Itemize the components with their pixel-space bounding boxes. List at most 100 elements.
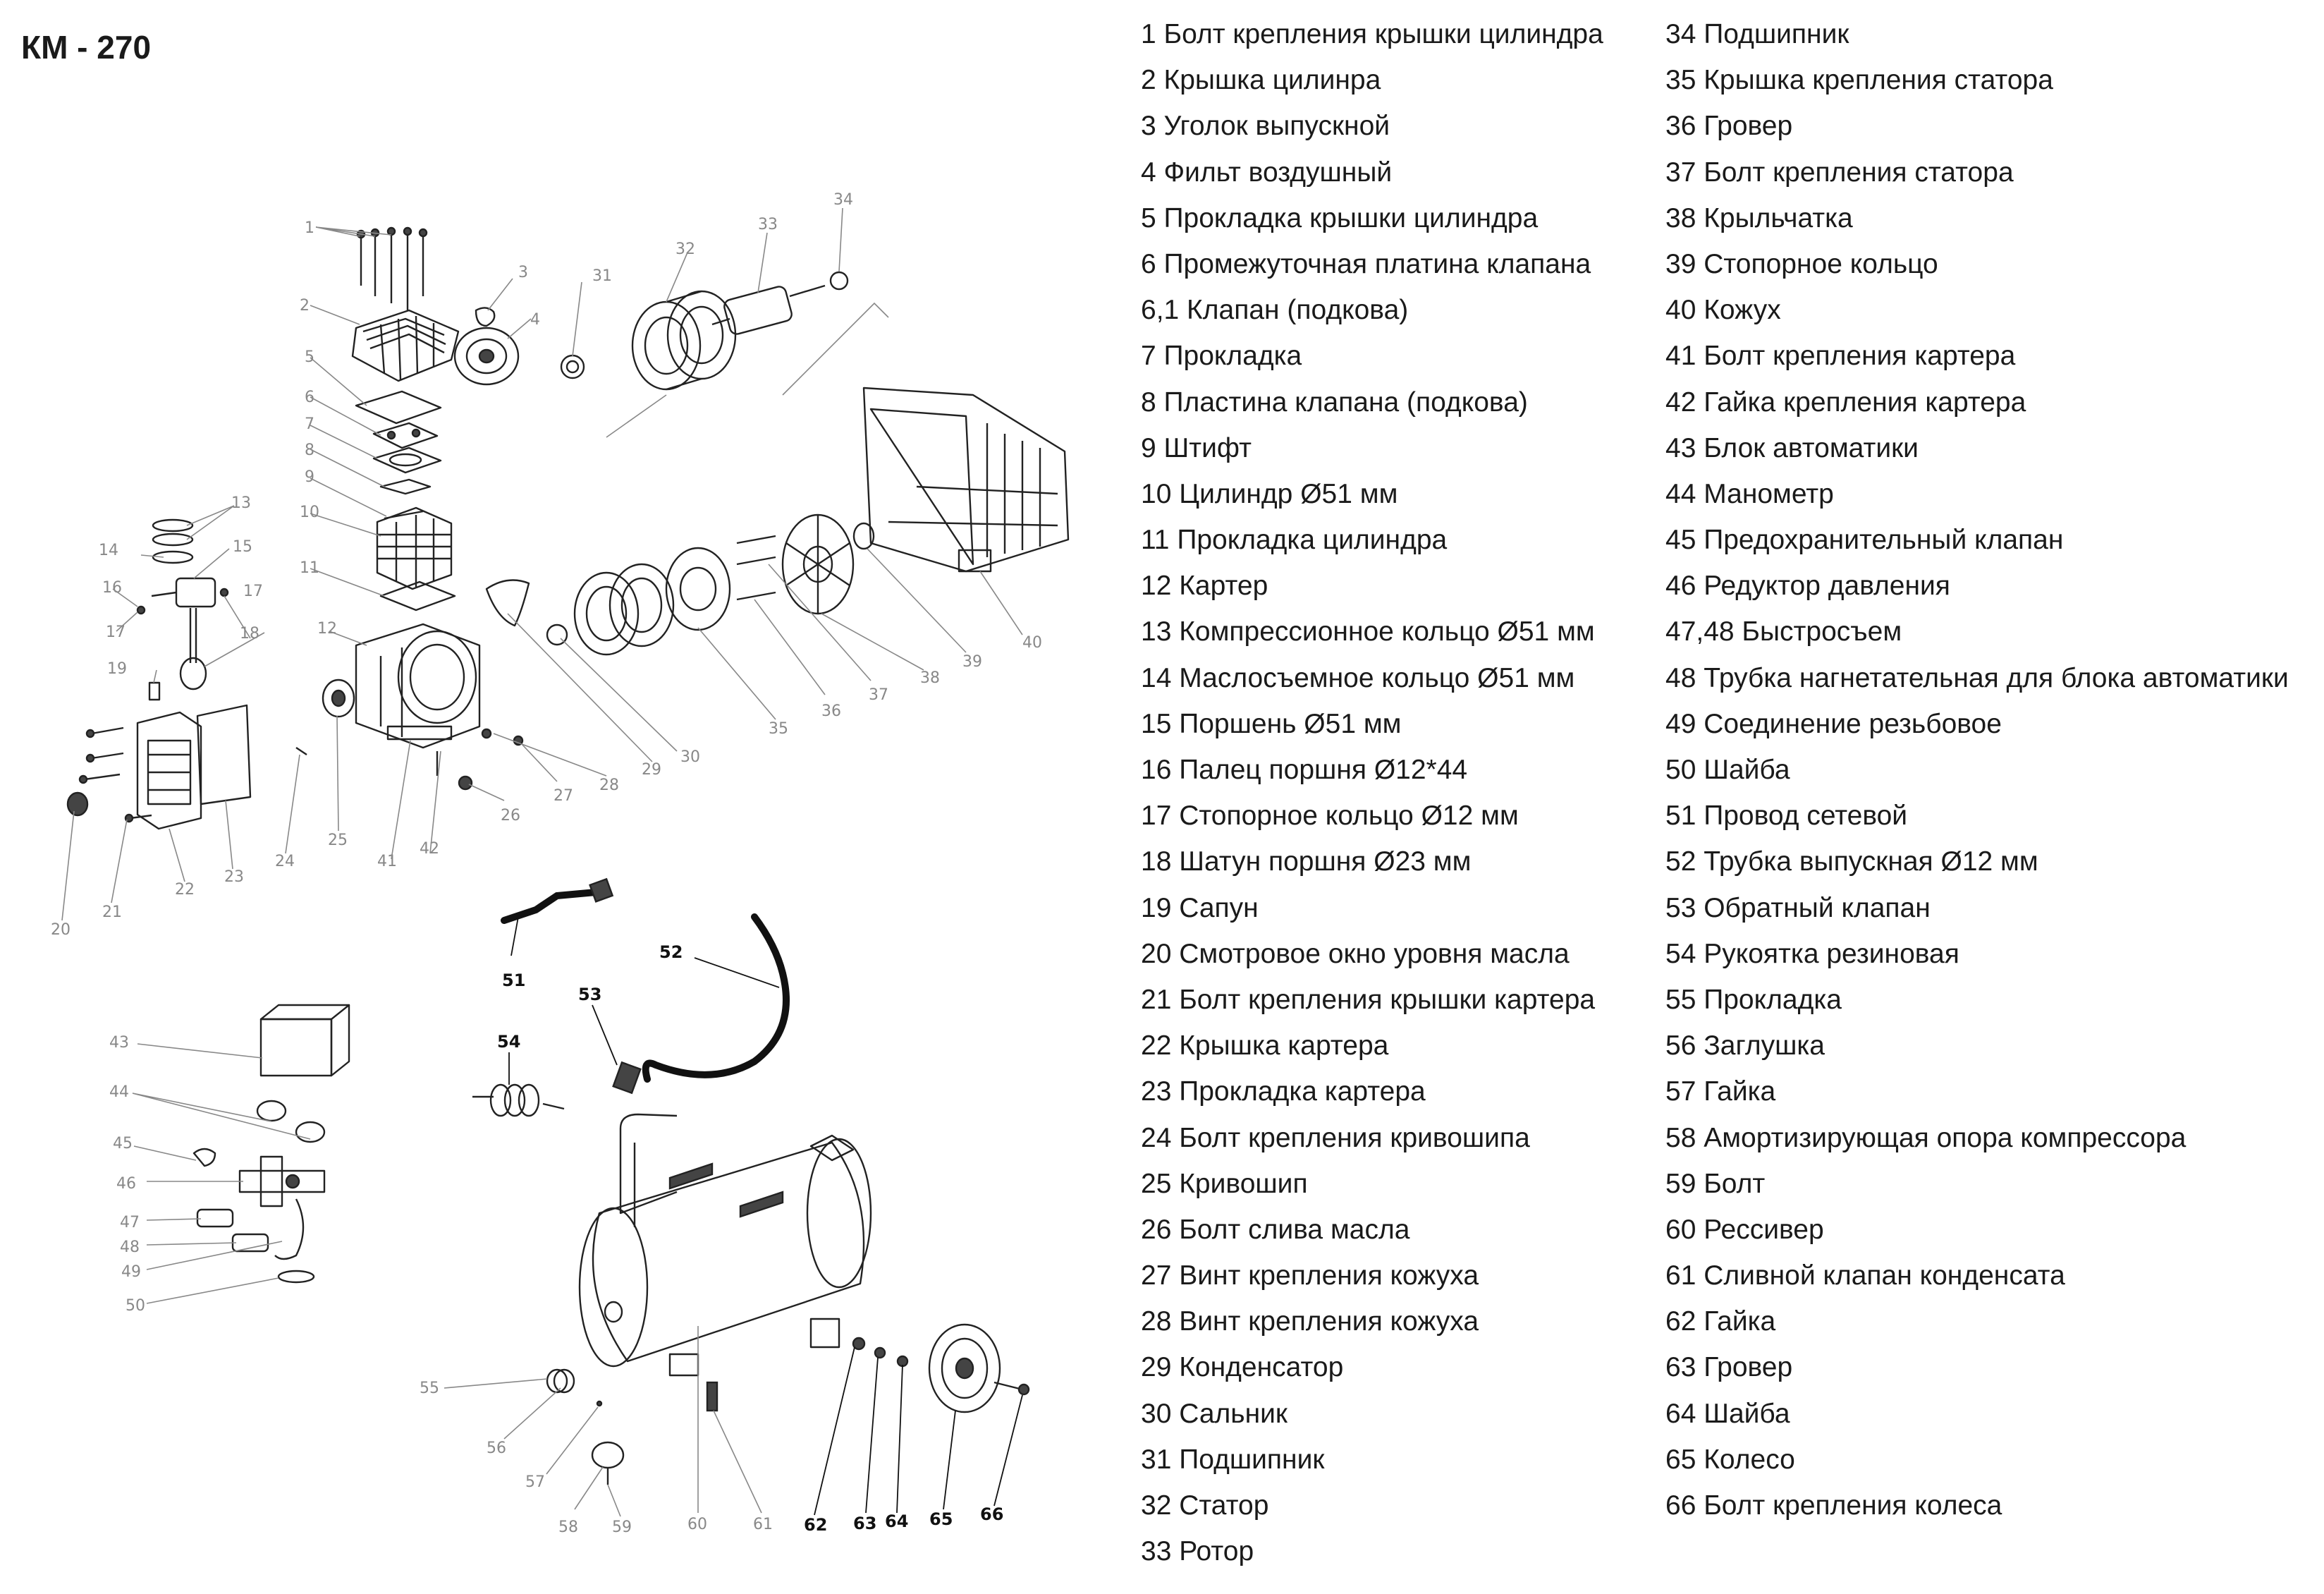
part-list-item: 10 Цилиндр Ø51 мм bbox=[1141, 478, 1398, 509]
crankcase-cover bbox=[136, 711, 202, 830]
part-list-item: 60 Рессивер bbox=[1665, 1214, 1824, 1245]
part-list-item: 52 Трубка выпускная Ø12 мм bbox=[1665, 846, 2038, 877]
part-list-item: 27 Винт крепления кожуха bbox=[1141, 1260, 1479, 1291]
callout-18: 18 bbox=[240, 625, 259, 643]
part-list-item: 9 Штифт bbox=[1141, 432, 1252, 463]
oil-drain-bolt bbox=[458, 775, 473, 791]
part-list-item: 6,1 Клапан (подкова) bbox=[1141, 295, 1409, 326]
callout-60: 60 bbox=[687, 1516, 707, 1533]
fan-impeller bbox=[781, 513, 855, 615]
part-list-item: 51 Провод сетевой bbox=[1665, 801, 1908, 832]
part-list-item: 36 Гровер bbox=[1665, 111, 1793, 142]
rubber-handle bbox=[472, 1083, 565, 1117]
part-list-item: 20 Смотровое окно уровня масла bbox=[1141, 938, 1570, 969]
part-list-item: 15 Поршень Ø51 мм bbox=[1141, 708, 1402, 739]
callout-17a: 17 bbox=[106, 623, 126, 641]
part-list-item: 64 Шайба bbox=[1665, 1398, 1790, 1429]
part-list-item: 23 Прокладка картера bbox=[1141, 1076, 1426, 1107]
callout-43: 43 bbox=[109, 1034, 129, 1052]
callout-2: 2 bbox=[300, 297, 310, 315]
part-list-item: 31 Подшипник bbox=[1141, 1444, 1325, 1475]
callout-12: 12 bbox=[317, 620, 337, 638]
part-list-item: 46 Редуктор давления bbox=[1665, 571, 1950, 602]
part-list-item: 37 Болт крепления статора bbox=[1665, 157, 2014, 188]
part-list-item: 5 Прокладка крышки цилиндра bbox=[1141, 202, 1539, 233]
part-list-item: 40 Кожух bbox=[1665, 295, 1781, 326]
cover-gasket bbox=[355, 390, 442, 425]
part-list-item: 4 Фильт воздушный bbox=[1141, 157, 1393, 188]
callout-49: 49 bbox=[121, 1263, 141, 1281]
leader-lines bbox=[61, 207, 1023, 1517]
part-list-item: 54 Рукоятка резиновая bbox=[1665, 938, 1959, 969]
callout-44: 44 bbox=[109, 1083, 129, 1101]
oil-seal bbox=[546, 623, 568, 646]
part-list-item: 63 Гровер bbox=[1665, 1352, 1793, 1383]
piston-group bbox=[136, 518, 229, 690]
callout-15: 15 bbox=[233, 538, 252, 556]
part-list-item: 66 Болт крепления колеса bbox=[1665, 1490, 2002, 1521]
callout-24: 24 bbox=[275, 853, 295, 870]
part-list-item: 12 Картер bbox=[1141, 571, 1268, 602]
callout-labels: 1 2 3 4 5 6 7 8 9 10 11 12 13 14 15 16 1… bbox=[51, 191, 1042, 1536]
automation-group bbox=[192, 1004, 350, 1284]
callout-28: 28 bbox=[599, 777, 619, 794]
callout-23: 23 bbox=[224, 868, 244, 886]
tank-group bbox=[472, 877, 1030, 1485]
callout-26: 26 bbox=[501, 807, 520, 825]
gasket-7 bbox=[372, 446, 442, 474]
callout-45: 45 bbox=[113, 1135, 133, 1152]
part-list-item: 6 Промежуточная платина клапана bbox=[1141, 248, 1591, 279]
part-list-item: 1 Болт крепления крышки цилиндра bbox=[1141, 19, 1603, 49]
bearing-31 bbox=[560, 354, 585, 379]
callout-32: 32 bbox=[675, 241, 695, 258]
exploded-view-diagram: 1 2 3 4 5 6 7 8 9 10 11 12 13 14 15 16 1… bbox=[51, 191, 1070, 1536]
breather bbox=[148, 681, 161, 701]
callout-20: 20 bbox=[51, 921, 71, 939]
callout-25: 25 bbox=[328, 832, 348, 849]
part-list-item: 18 Шатун поршня Ø23 мм bbox=[1141, 846, 1472, 877]
tank-accessories bbox=[546, 1368, 625, 1485]
callout-54: 54 bbox=[497, 1032, 520, 1052]
callout-17b: 17 bbox=[243, 583, 263, 600]
stator-32 bbox=[631, 290, 737, 391]
stator-cover bbox=[665, 547, 731, 631]
callout-46: 46 bbox=[116, 1175, 136, 1193]
part-list-item: 45 Предохранительный клапан bbox=[1665, 525, 2064, 556]
valve-plate-8 bbox=[379, 478, 432, 495]
valve-plate-intermediate bbox=[372, 422, 439, 449]
crankcase bbox=[322, 623, 481, 749]
part-list-item: 41 Болт крепления картера bbox=[1665, 341, 2016, 372]
part-list-item: 32 Статор bbox=[1141, 1490, 1269, 1521]
pressure-switch bbox=[259, 1004, 350, 1077]
callout-34: 34 bbox=[833, 191, 853, 209]
part-list-item: 50 Шайба bbox=[1665, 755, 1790, 785]
part-list-item: 44 Манометр bbox=[1665, 478, 1834, 509]
callout-1: 1 bbox=[305, 219, 314, 237]
part-list-item: 17 Стопорное кольцо Ø12 мм bbox=[1141, 801, 1519, 832]
part-list-item: 26 Болт слива масла bbox=[1141, 1214, 1410, 1245]
discharge-tube bbox=[642, 913, 790, 1083]
part-list-item: 30 Сальник bbox=[1141, 1398, 1288, 1429]
callout-27: 27 bbox=[554, 787, 573, 805]
retaining-ring bbox=[852, 522, 875, 550]
callout-47: 47 bbox=[120, 1214, 140, 1231]
callout-13: 13 bbox=[231, 494, 251, 512]
cylinder-cover bbox=[351, 309, 460, 382]
receiver-tank bbox=[578, 1113, 872, 1377]
callout-66: 66 bbox=[980, 1504, 1003, 1524]
callout-33: 33 bbox=[758, 216, 778, 233]
part-list-item: 38 Крыльчатка bbox=[1665, 202, 1853, 233]
callout-21: 21 bbox=[102, 904, 122, 921]
callout-5: 5 bbox=[305, 348, 314, 366]
capacitor bbox=[485, 579, 530, 627]
callout-53: 53 bbox=[578, 985, 601, 1004]
part-list-item: 33 Ротор bbox=[1141, 1536, 1254, 1567]
part-list-item: 42 Гайка крепления картера bbox=[1665, 387, 2026, 418]
part-list-item: 58 Амортизирующая опора компрессора bbox=[1665, 1122, 2187, 1153]
part-list-item: 62 Гайка bbox=[1665, 1306, 1776, 1337]
model-title: КМ - 270 bbox=[21, 29, 152, 66]
part-list-item: 59 Болт bbox=[1665, 1168, 1766, 1199]
part-list-item: 19 Сапун bbox=[1141, 892, 1259, 923]
part-list-item: 25 Кривошип bbox=[1141, 1168, 1308, 1199]
